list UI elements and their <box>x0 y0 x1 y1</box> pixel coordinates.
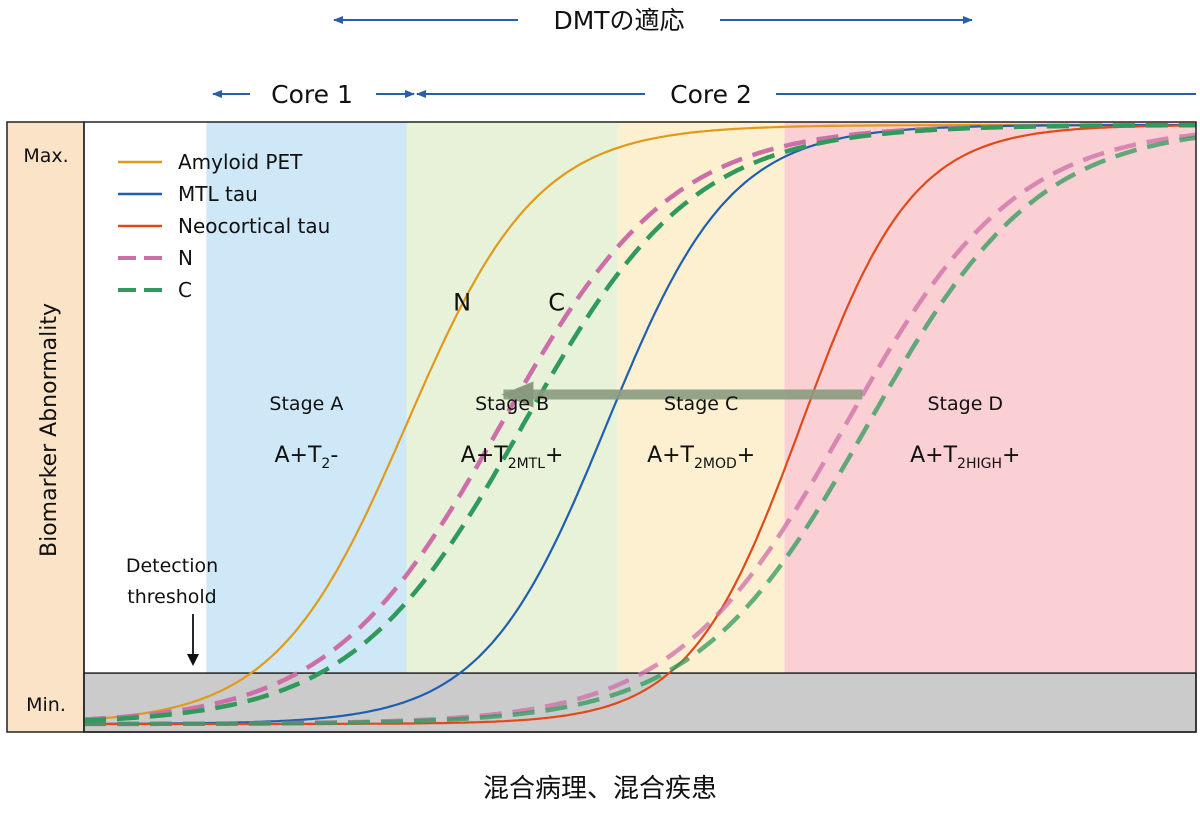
y-axis-panel: Max. Min. Biomarker Abnormality <box>6 121 85 733</box>
core1-label: Core 1 <box>271 80 353 109</box>
stage-biomarker-3: A+T2MOD+ <box>647 443 755 472</box>
biomarker-chart: DMTの適応 Core 1 Core 2 Max. Min. Biomarker… <box>6 6 1197 733</box>
stage-label-2: Stage B <box>475 393 549 415</box>
legend-label-neocortical-tau: Neocortical tau <box>178 214 330 238</box>
plot-frame <box>83 121 1197 733</box>
stage-label-4: Stage D <box>927 393 1003 415</box>
core2-label: Core 2 <box>670 80 752 109</box>
stage-band-4 <box>784 122 1196 732</box>
y-tick-max: Max. <box>23 145 68 167</box>
overlays: N C Stage A A+T2- Stage B A+T2MTL+ Stage C A+T2… <box>269 289 1020 472</box>
series-line-c-shifted <box>84 135 1197 727</box>
stage-label-3: Stage C <box>664 393 738 415</box>
inline-label-c: C <box>548 289 565 317</box>
stage-band-1 <box>206 122 407 732</box>
legend-label-n: N <box>178 246 193 270</box>
legend-label-c: C <box>178 278 192 302</box>
stage-label-1: Stage A <box>269 393 343 415</box>
dmt-label: DMTの適応 <box>553 6 684 35</box>
bottom-title: 混合病理、混合疾患 <box>482 774 717 804</box>
header-annotations: DMTの適応 Core 1 Core 2 <box>212 6 1196 109</box>
stage-biomarker-2: A+T2MTL+ <box>461 443 564 472</box>
stage-bands <box>206 122 1196 732</box>
threshold-annotation: Detection threshold <box>126 555 218 666</box>
threshold-label-line2: threshold <box>127 586 216 608</box>
curves <box>83 122 1197 727</box>
legend-label-mtl-tau: MTL tau <box>178 182 258 206</box>
threshold-pointer-head <box>187 654 199 666</box>
legend-label-amyloid-pet: Amyloid PET <box>178 150 303 174</box>
y-axis-label: Biomarker Abnormality <box>37 303 62 557</box>
stage-band-2 <box>406 122 618 732</box>
threshold-label-line1: Detection <box>126 555 218 577</box>
y-tick-min: Min. <box>26 694 66 716</box>
stage-biomarker-4: A+T2HIGH+ <box>910 443 1020 472</box>
y-axis-band <box>6 121 85 733</box>
stage-biomarker-1: A+T2- <box>275 443 339 472</box>
inline-label-n: N <box>453 289 471 317</box>
